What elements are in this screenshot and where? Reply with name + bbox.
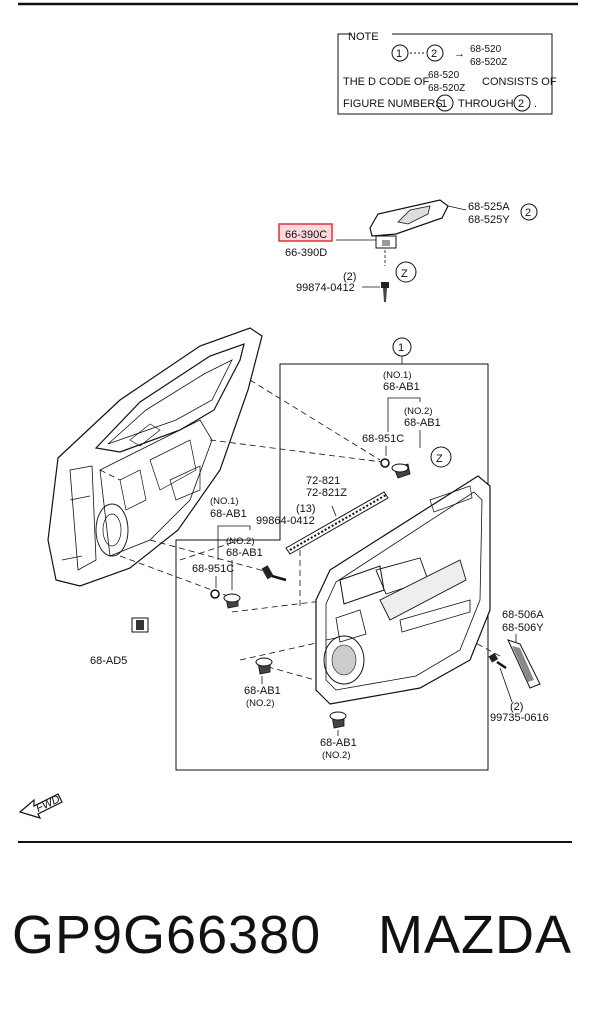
inner-handle-part [375, 235, 397, 249]
label-clip-d-code: 68-AB1 [320, 737, 357, 749]
note-circle-1b-label: 1 [441, 98, 447, 110]
note-line2-code-2: 68-520Z [428, 83, 465, 94]
door-trim-panel-part [315, 475, 491, 705]
label-clip-d-no: (NO.2) [322, 750, 351, 761]
z-circle-2-icon [430, 446, 452, 468]
note-line2-post: CONSISTS OF [482, 76, 557, 88]
label-no1-a-code: 68-AB1 [383, 381, 420, 393]
upper-trim-part [369, 199, 467, 237]
label-strip-1: 72-821 [306, 475, 340, 487]
label-no2-b-code: 68-AB1 [226, 547, 263, 559]
screw-icon [381, 282, 389, 302]
label-washer-a: 68-951C [362, 433, 404, 445]
label-handle-1: 66-390C [285, 229, 327, 241]
note-line3-pre: FIGURE NUMBERS [343, 98, 443, 110]
z-circle-icon [395, 261, 417, 283]
trim-strip-part [285, 491, 389, 555]
note-circle-1-label: 1 [396, 48, 402, 60]
note-circle-1-icon [391, 44, 409, 62]
pull-screw-icon [488, 653, 507, 670]
label-no1-b-code: 68-AB1 [210, 508, 247, 520]
highlight-box [278, 223, 333, 242]
label-pull-screw: 99735-0616 [490, 712, 549, 724]
label-no1-a: (NO.1) [383, 370, 412, 381]
note-title: NOTE [348, 31, 379, 43]
note-circle-2b-icon [513, 94, 531, 112]
label-strip-screw: 99864-0412 [256, 515, 315, 527]
note-line3-mid: THROUGH [458, 98, 514, 110]
label-no2-b: (NO.2) [226, 536, 255, 547]
clip-ad5-icon [131, 617, 149, 633]
label-clip-c-no: (NO.2) [246, 698, 275, 709]
label-handle-2: 66-390D [285, 247, 327, 259]
note-circle-2-icon [426, 44, 444, 62]
label-screw-qty: (2) [343, 271, 356, 283]
note-circle-1b-icon [436, 94, 454, 112]
panel-frame [175, 363, 489, 771]
label-strip-qty: (13) [296, 503, 316, 515]
note-arrow-code-2: 68-520Z [470, 57, 507, 68]
fwd-arrow-icon: FWD [18, 793, 63, 819]
note-line2-pre: THE D CODE OF [343, 76, 429, 88]
label-trim-upper-ref: 2 [525, 207, 531, 219]
strip-screw-icon [261, 565, 287, 582]
label-pull-2: 68-506Y [502, 622, 544, 634]
label-clip-code: 68-AD5 [90, 655, 127, 667]
note-circle-2b-label: 2 [518, 98, 524, 110]
footer-part-number: GP9G66380 [12, 905, 321, 965]
label-panel-ref: 1 [398, 342, 404, 354]
fwd-label: FWD [34, 793, 62, 815]
note-circle-2-label: 2 [431, 48, 437, 60]
label-z-1: Z [401, 268, 408, 280]
label-no2-a-code: 68-AB1 [404, 417, 441, 429]
note-line2-code-1: 68-520 [428, 70, 460, 81]
washer-a-icon [380, 458, 390, 468]
label-screw-code: 99874-0412 [296, 282, 355, 294]
washer-b-icon [210, 589, 220, 599]
note-arrow-code-1: 68-520 [470, 44, 502, 55]
label-no2-a: (NO.2) [404, 406, 433, 417]
label-trim-upper-1: 68-525A [468, 201, 510, 213]
label-pull-1: 68-506A [502, 609, 544, 621]
label-strip-2: 72-821Z [306, 487, 347, 499]
clip-b-icon [223, 593, 241, 609]
label-pull-qty: (2) [510, 701, 523, 713]
label-z-2: Z [436, 453, 443, 465]
clip-d-icon [329, 711, 347, 729]
ref-circle-1-icon [392, 337, 412, 357]
note-line3-end: . [534, 98, 537, 110]
ref-circle-2-icon [520, 203, 538, 221]
note-arrow-icon: → [454, 48, 465, 60]
clip-c-icon [255, 657, 273, 675]
label-washer-b: 68-951C [192, 563, 234, 575]
door-shell-part [47, 327, 263, 587]
pull-handle-part [507, 639, 541, 689]
label-clip-c-code: 68-AB1 [244, 685, 281, 697]
label-no1-b: (NO.1) [210, 496, 239, 507]
clip-a-icon [391, 463, 411, 479]
label-trim-upper-2: 68-525Y [468, 214, 510, 226]
note-box: NOTE 1 2 → 68-520 68-520Z THE D CODE OF … [337, 31, 557, 115]
footer-brand: MAZDA [378, 905, 572, 965]
